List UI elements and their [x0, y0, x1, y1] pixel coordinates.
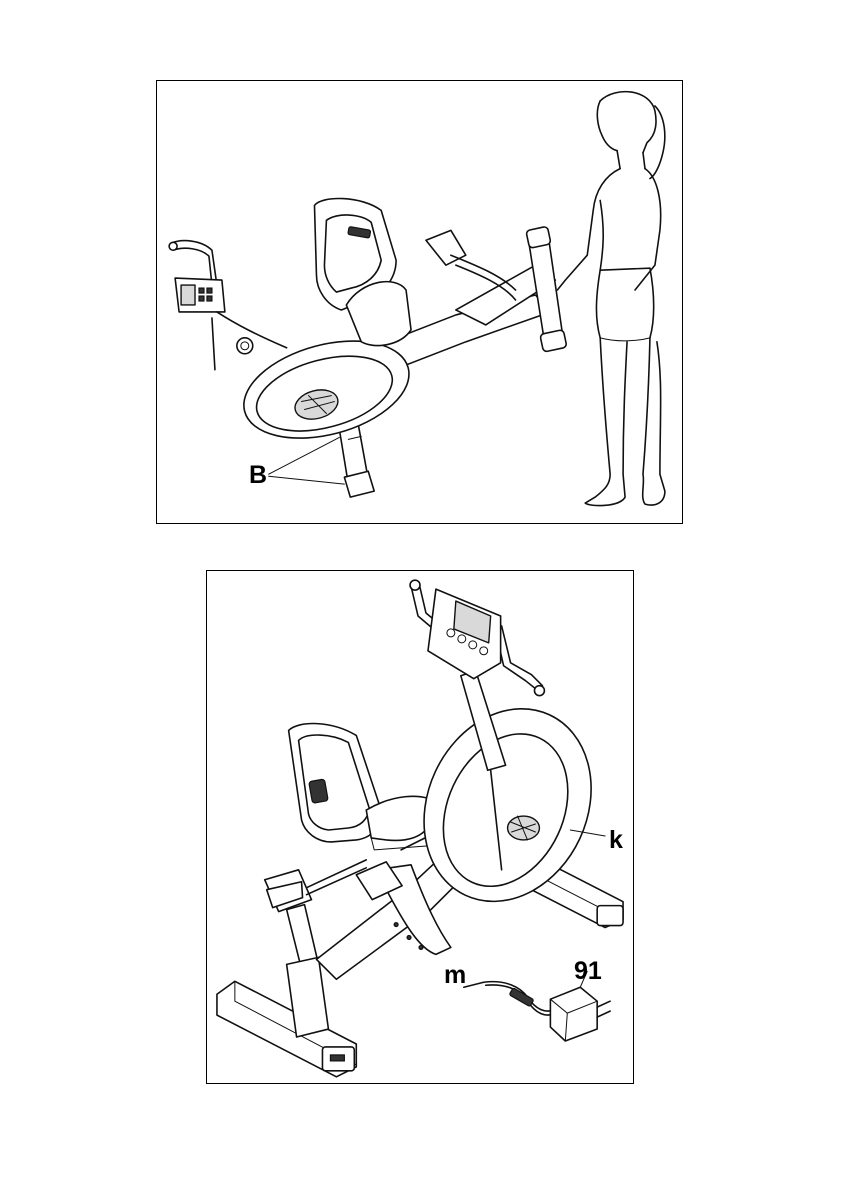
bike-upright-illustration [207, 571, 633, 1083]
assembly-figure-bike-tilted: B [156, 80, 683, 524]
bike-lifted-illustration [157, 81, 682, 523]
callout-label-b: B [249, 463, 267, 488]
assembly-figure-bike-upright: k m 91 [206, 570, 634, 1084]
callout-label-91: 91 [574, 959, 602, 984]
seat-backrest [289, 724, 382, 842]
woman-figure [557, 92, 665, 506]
handlebar-console [169, 241, 286, 370]
callout-b-leaders [269, 437, 345, 484]
callout-label-k: k [609, 828, 623, 853]
front-leg-b [339, 424, 374, 497]
seat-handles [265, 860, 367, 912]
console-unit [428, 589, 501, 679]
power-cord [464, 982, 556, 1015]
rear-stabilizer [217, 981, 356, 1077]
callout-label-m: m [444, 963, 466, 988]
